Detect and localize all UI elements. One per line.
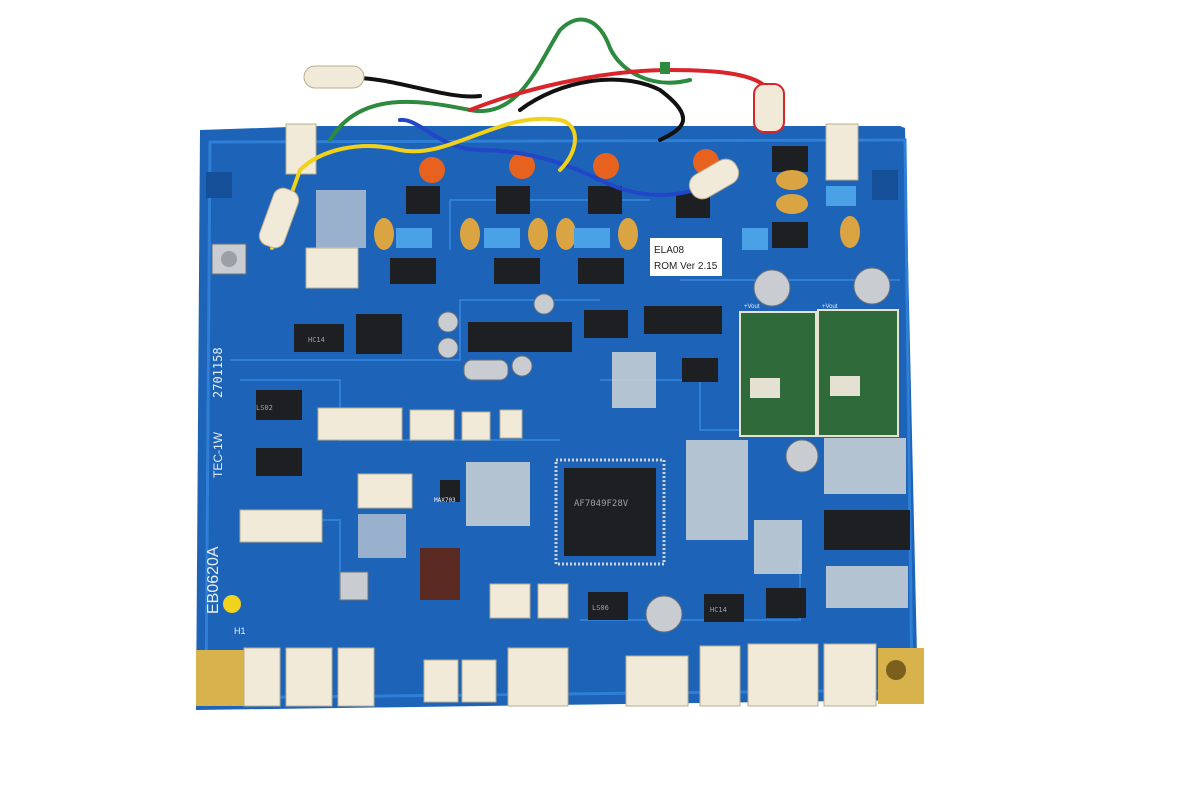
daughter-boards	[739, 309, 899, 437]
rom-label-line2: ROM Ver 2.15	[654, 261, 718, 272]
yellow-dot	[223, 595, 241, 613]
connector-mid-left	[305, 247, 359, 289]
silver-component-2	[339, 571, 369, 601]
rom-label	[650, 238, 722, 276]
pcb-board	[196, 126, 918, 710]
mounting-hole-tl	[206, 172, 232, 198]
brown-capacitor	[420, 548, 460, 600]
mcu-marking: AF7049F28V	[574, 499, 629, 509]
connector-top-right	[825, 123, 859, 181]
rom-label-line1: ELA08	[654, 245, 684, 256]
wires	[270, 17, 772, 250]
mcu-chip	[564, 468, 656, 556]
silver-component-center	[221, 251, 237, 267]
crystal-oscillator	[463, 359, 509, 381]
chip-marking-ls06: LS06	[592, 604, 609, 612]
board-id-silk: EB0620A	[205, 546, 222, 614]
model-silk: TEC-1W	[211, 431, 225, 478]
connector-top-left	[285, 123, 317, 175]
vout-silk-1: +Vout	[744, 304, 760, 310]
wire-terminals	[258, 62, 785, 249]
blue-resistor-array	[396, 186, 856, 250]
bottom-connectors	[243, 643, 877, 707]
chip-marking-hc14: HC14	[308, 336, 325, 344]
electrolytic-capacitors	[341, 267, 891, 633]
mcu-pins	[554, 458, 666, 566]
chip-marking-ls02: LS02	[256, 404, 273, 412]
h1-silk: H1	[234, 626, 246, 636]
tan-capacitors	[374, 170, 860, 250]
mounting-hole-tr	[872, 170, 898, 200]
vout-silk-2: +Vout	[822, 304, 838, 310]
connector-center-left	[357, 473, 413, 509]
mounting-hole	[886, 660, 906, 680]
ivory-components	[239, 407, 569, 619]
serial-silk: 2701158	[211, 347, 225, 398]
chip-marking-hc14b: HC14	[710, 606, 727, 614]
ic-chips	[256, 146, 910, 622]
pad-grids	[316, 190, 908, 608]
gold-pad-bottom-left	[196, 650, 244, 706]
max-silk: MAX703	[434, 497, 456, 504]
